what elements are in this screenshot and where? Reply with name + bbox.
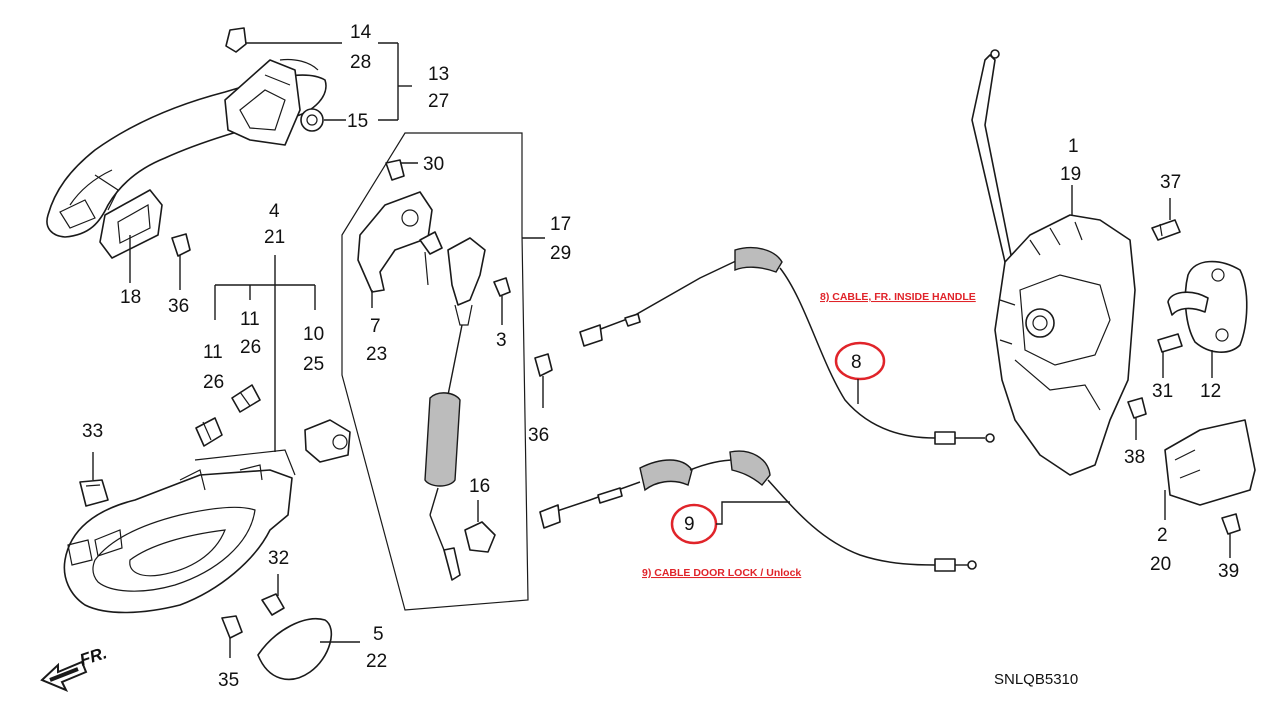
callout-27: 27 [428, 91, 449, 112]
inside-door-handle [63, 449, 296, 614]
callout-1: 1 [1068, 136, 1079, 157]
callout-lines-top-left [129, 42, 412, 290]
screw-37 [1151, 219, 1181, 241]
callout-numbers: 14 28 13 27 15 18 36 4 21 11 26 11 26 10… [82, 22, 1239, 691]
callout-37: 37 [1160, 172, 1181, 193]
callout-31: 31 [1152, 381, 1173, 402]
screw-38 [1127, 397, 1147, 419]
callout-2: 2 [1157, 525, 1168, 546]
callout-32: 32 [268, 548, 289, 569]
callout-19: 19 [1060, 164, 1081, 185]
screw-31 [1157, 333, 1183, 353]
cylinder-bracket-7 [357, 191, 433, 293]
callout-35: 35 [218, 670, 239, 691]
cable-clip-11-upper [231, 384, 261, 413]
callout-36-top: 36 [168, 296, 189, 317]
callout-30: 30 [423, 154, 444, 175]
striker-12 [1167, 260, 1248, 353]
front-direction-indicator: FR. [40, 643, 109, 692]
lock-rod [424, 324, 463, 581]
callout-29: 29 [550, 243, 571, 264]
callout-23: 23 [366, 344, 387, 365]
diagram-code: SNLQB5310 [994, 671, 1078, 688]
annotation-cable-8-number: 8 [851, 352, 862, 373]
handle-screw-14 [225, 27, 247, 53]
outside-door-handle [46, 58, 327, 238]
door-latch-1 [994, 214, 1136, 476]
screw-3 [493, 277, 511, 297]
cylinder-assembly-bracket [341, 132, 529, 611]
callout-11-mid: 11 [240, 309, 260, 330]
callout-10: 10 [303, 324, 324, 345]
cable-clip-11-lower [195, 417, 223, 447]
key-set [419, 231, 443, 286]
callout-14: 14 [350, 22, 372, 43]
annotation-cable-9-number: 9 [684, 514, 695, 535]
screw-32 [261, 593, 285, 616]
callout-5: 5 [373, 624, 384, 645]
callout-17: 17 [550, 214, 571, 235]
callout-38: 38 [1124, 447, 1145, 468]
latch-rod [971, 49, 1013, 263]
callout-26-left: 26 [203, 372, 224, 393]
annotation-cable-9-text: 9) CABLE DOOR LOCK / Unlock [642, 567, 801, 579]
callout-16: 16 [469, 476, 490, 497]
annotation-cable-9: 9 9) CABLE DOOR LOCK / Unlock [642, 501, 801, 579]
latch-cover-2 [1164, 419, 1256, 506]
callout-15: 15 [347, 111, 368, 132]
annotation-cable-8-circle [834, 341, 886, 381]
screw-30 [385, 159, 405, 181]
callout-13: 13 [428, 64, 449, 85]
screw-36-top [171, 233, 191, 257]
cable-door-lock-9 [539, 450, 977, 572]
callout-lines-middle [371, 162, 545, 522]
callout-11-left: 11 [203, 342, 223, 363]
callout-4: 4 [269, 201, 280, 222]
callout-22: 22 [366, 651, 387, 672]
callout-21: 21 [264, 227, 285, 248]
callout-26-mid: 26 [240, 337, 261, 358]
callout-36-mid: 36 [528, 425, 549, 446]
callout-lines-right [1071, 185, 1231, 558]
cable-clip-10 [304, 419, 351, 463]
direction-label: FR. [77, 643, 109, 670]
clip-33 [79, 479, 109, 507]
callout-12: 12 [1200, 381, 1221, 402]
callout-3: 3 [496, 330, 507, 351]
handle-cap-5 [257, 618, 333, 681]
callout-20: 20 [1150, 554, 1171, 575]
screw-36-mid [534, 353, 553, 377]
handle-protector-18 [99, 189, 163, 259]
callout-25: 25 [303, 354, 324, 375]
callout-lines-bottom-left [92, 255, 360, 658]
rod-clip-16 [464, 521, 496, 553]
screw-39 [1221, 513, 1241, 535]
handle-gasket-15 [300, 108, 324, 132]
annotation-cable-8-text: 8) CABLE, FR. INSIDE HANDLE [820, 291, 976, 303]
callout-39: 39 [1218, 561, 1239, 582]
screw-35 [221, 615, 243, 639]
callout-7: 7 [370, 316, 381, 337]
callout-18: 18 [120, 287, 141, 308]
callout-33: 33 [82, 421, 103, 442]
annotation-cable-8: 8) CABLE, FR. INSIDE HANDLE 8 [820, 291, 976, 404]
callout-28: 28 [350, 52, 371, 73]
cable-inside-handle-8 [579, 246, 995, 445]
lock-cylinder [447, 237, 486, 326]
